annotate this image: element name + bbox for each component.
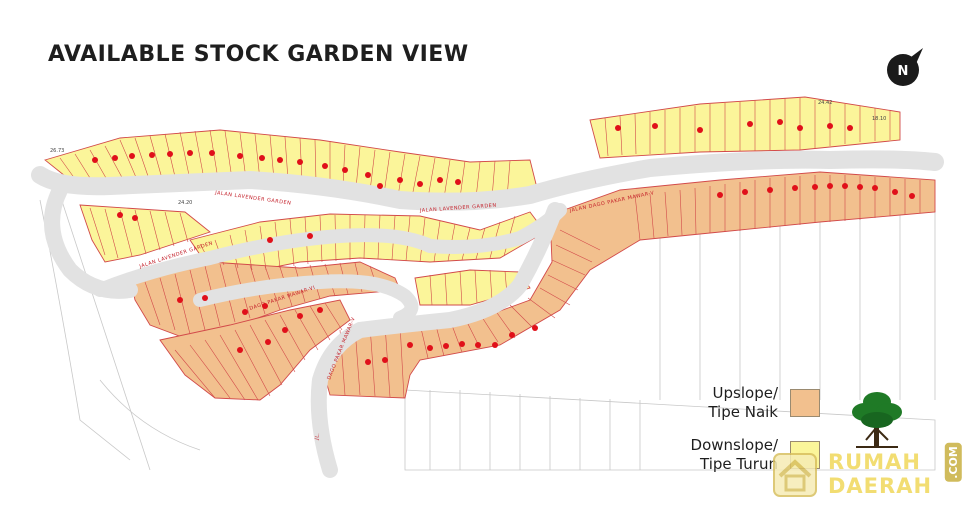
legend-item-upslope: Upslope/ Tipe Naik: [640, 384, 820, 422]
road-dago-pakar-mawar-v: [310, 202, 563, 478]
parcel-block-top-right: [589, 96, 901, 159]
legend-upslope-swatch: [790, 389, 820, 417]
page-title: AVAILABLE STOCK GARDEN VIEW: [48, 42, 469, 67]
dimension-label: 26.73: [50, 148, 64, 154]
watermark-line1: RUMAH: [828, 450, 921, 474]
watermark: RUMAH DAERAH .COM: [772, 443, 972, 506]
legend-upslope-line2: Tipe Naik: [708, 403, 778, 421]
road-mawar-vi: [193, 274, 419, 325]
north-arrow-icon: N: [887, 48, 923, 86]
parcel-block-lower-middle: [414, 269, 531, 306]
roads: [31, 150, 944, 478]
legend-downslope-line1: Downslope/: [690, 436, 778, 454]
legend-upslope-line1: Upslope/: [712, 384, 778, 402]
road-left-loop: [44, 182, 138, 299]
road-lavender-garden-inner: [93, 203, 567, 297]
legend: Upslope/ Tipe Naik Downslope/ Tipe Turun: [640, 384, 820, 488]
dimension-label: 24.42: [818, 100, 832, 106]
street-label-lavender-top: JALAN LAVENDER GARDEN: [214, 190, 292, 207]
road-lavender-garden: [31, 150, 944, 211]
street-label-jl: JL.: [314, 432, 321, 441]
dimension-label: 24.20: [178, 200, 192, 206]
watermark-line2: DAERAH: [828, 474, 933, 498]
dimension-label: 18.10: [872, 116, 886, 122]
watermark-suffix: .COM: [944, 443, 962, 482]
house-logo-icon: [773, 453, 817, 497]
street-label-lavender-mid: JALAN LAVENDER GARDEN: [419, 203, 497, 214]
parcel-block-left: [79, 204, 211, 263]
parcel-block-upslope-bottom-left: [159, 299, 351, 401]
north-label: N: [898, 64, 909, 79]
legend-downslope-line2: Tipe Turun: [700, 455, 778, 473]
tree-logo-icon: [852, 392, 902, 448]
available-unit-markers: [92, 119, 915, 365]
